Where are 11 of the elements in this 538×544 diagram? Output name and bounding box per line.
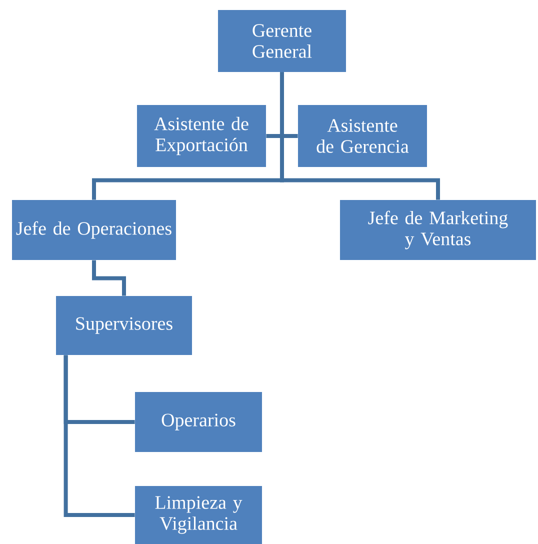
org-box: Asistente de Gerencia (298, 105, 427, 167)
connector-line (92, 260, 126, 296)
org-box: Jefe de Marketing y Ventas (340, 200, 536, 260)
org-box: Supervisores (56, 296, 192, 355)
org-box: Jefe de Operaciones (12, 200, 176, 260)
connector-line (64, 355, 135, 517)
org-box: Operarios (135, 392, 262, 452)
org-box: Gerente General (218, 10, 346, 72)
org-box: Limpieza y Vigilancia (135, 486, 262, 544)
connector-line (280, 72, 440, 200)
org-box: Asistente de Exportación (137, 105, 266, 167)
